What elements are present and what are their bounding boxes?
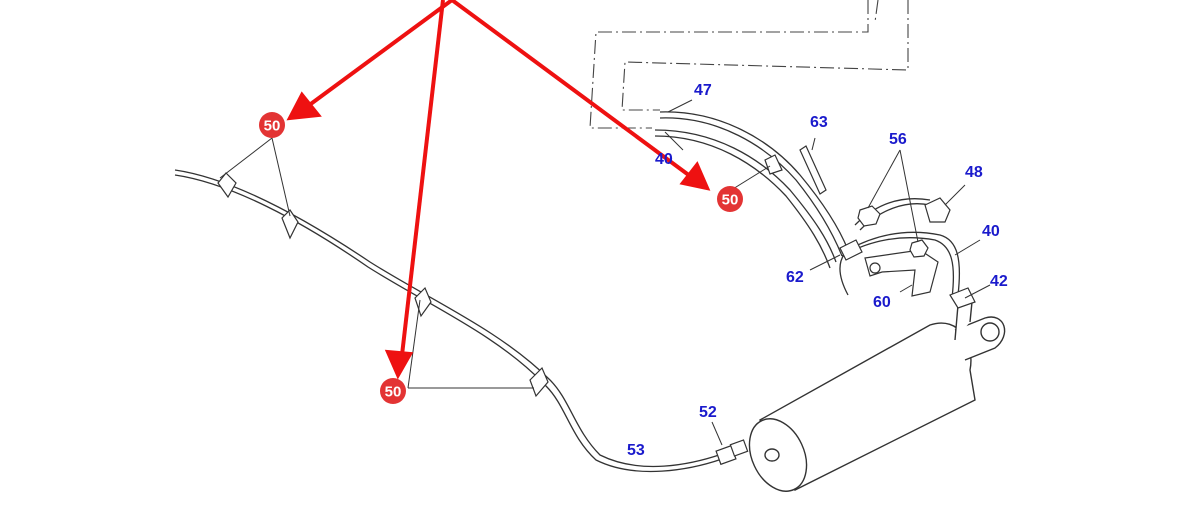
callout-60: 60 [873, 294, 891, 311]
badge-label: 50 [264, 118, 281, 135]
callout-63: 63 [810, 114, 828, 131]
callout-48: 48 [965, 164, 983, 181]
badge-label: 50 [385, 384, 402, 401]
callout-40-right: 40 [982, 223, 1000, 240]
clip-1 [217, 172, 237, 199]
hardware-parts [764, 145, 976, 309]
nut-56b [909, 239, 929, 258]
leader-lines [219, 99, 991, 446]
clip-3 [414, 286, 432, 318]
clip-4 [529, 366, 549, 398]
hose-long [174, 169, 723, 473]
phantom-boundary [589, 0, 909, 129]
hose-upper [654, 111, 961, 299]
callout-52: 52 [699, 404, 717, 421]
callout-42: 42 [990, 273, 1008, 290]
bolt-63 [799, 145, 827, 195]
badge-label: 50 [722, 192, 739, 209]
clip-2 [281, 209, 299, 240]
clip-62 [839, 239, 863, 261]
nut-56a [857, 205, 881, 227]
callout-56: 56 [889, 131, 907, 148]
callout-62: 62 [786, 269, 804, 286]
fitting-52 [715, 439, 749, 466]
callout-40-upper: 40 [655, 151, 673, 168]
clip-upper [764, 154, 783, 175]
fitting-42 [949, 287, 976, 309]
bracket-60 [864, 249, 939, 297]
callouts: 47 40 63 56 48 40 62 42 60 52 53 [627, 82, 1008, 459]
badge-50-left: 50 [259, 112, 285, 138]
badge-50-bottom: 50 [380, 378, 406, 404]
red-arrows [286, 0, 711, 380]
badge-50-right: 50 [717, 186, 743, 212]
hydraulic-cylinder [748, 301, 1006, 492]
fitting-48 [924, 197, 951, 223]
callout-47: 47 [694, 82, 712, 99]
callout-53: 53 [627, 442, 645, 459]
